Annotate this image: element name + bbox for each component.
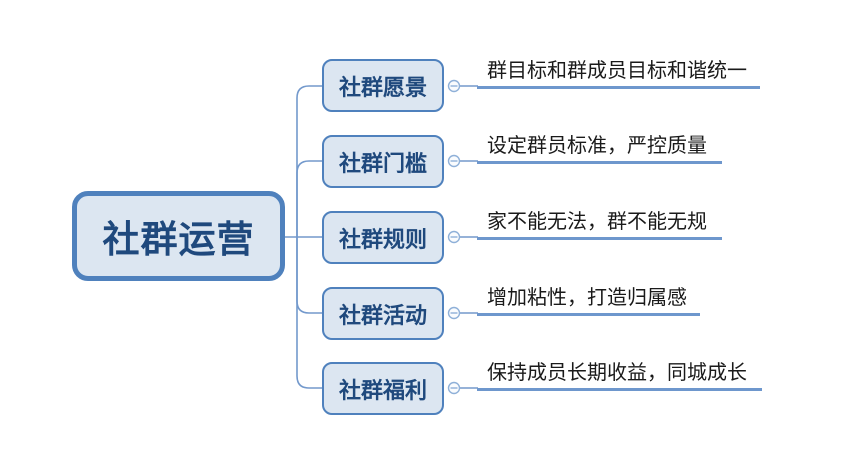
note-text: 群目标和群成员目标和谐统一 [487,58,747,82]
note-item[interactable]: 保持成员长期收益，同城成长 [477,357,762,391]
note-item[interactable]: 增加粘性，打造归属感 [477,282,700,316]
note-item[interactable]: 群目标和群成员目标和谐统一 [477,55,760,89]
note-text: 增加粘性，打造归属感 [487,285,687,309]
branch-node-benefit[interactable]: 社群福利 [322,362,444,415]
branch-node-threshold[interactable]: 社群门槛 [322,135,444,188]
connector-root-to-branch-5 [296,237,322,389]
collapse-toggle-icon[interactable] [447,306,461,320]
branch-node-rules[interactable]: 社群规则 [322,211,444,264]
branch-node-label: 社群活动 [338,303,427,329]
branch-node-label: 社群福利 [338,378,427,404]
connector-root-to-branch-4 [296,237,322,314]
branch-node-label: 社群规则 [338,227,427,253]
branch-node-label: 社群门槛 [338,151,427,177]
collapse-toggle-icon[interactable] [447,154,461,168]
root-node[interactable]: 社群运营 [72,191,285,281]
branch-node-activity[interactable]: 社群活动 [322,287,444,340]
connector-root-to-branch-2 [296,160,322,237]
note-text: 家不能无法，群不能无规 [487,209,707,233]
note-text: 保持成员长期收益，同城成长 [487,360,747,384]
collapse-toggle-icon[interactable] [447,230,461,244]
connector-root-to-branch-1 [296,85,322,237]
branch-node-label: 社群愿景 [338,75,427,101]
branch-node-vision[interactable]: 社群愿景 [322,59,444,112]
note-item[interactable]: 家不能无法，群不能无规 [477,206,722,240]
collapse-toggle-icon[interactable] [447,79,461,93]
root-node-label: 社群运营 [102,218,255,261]
note-item[interactable]: 设定群员标准，严控质量 [477,130,722,164]
collapse-toggle-icon[interactable] [447,381,461,395]
note-text: 设定群员标准，严控质量 [487,133,707,157]
